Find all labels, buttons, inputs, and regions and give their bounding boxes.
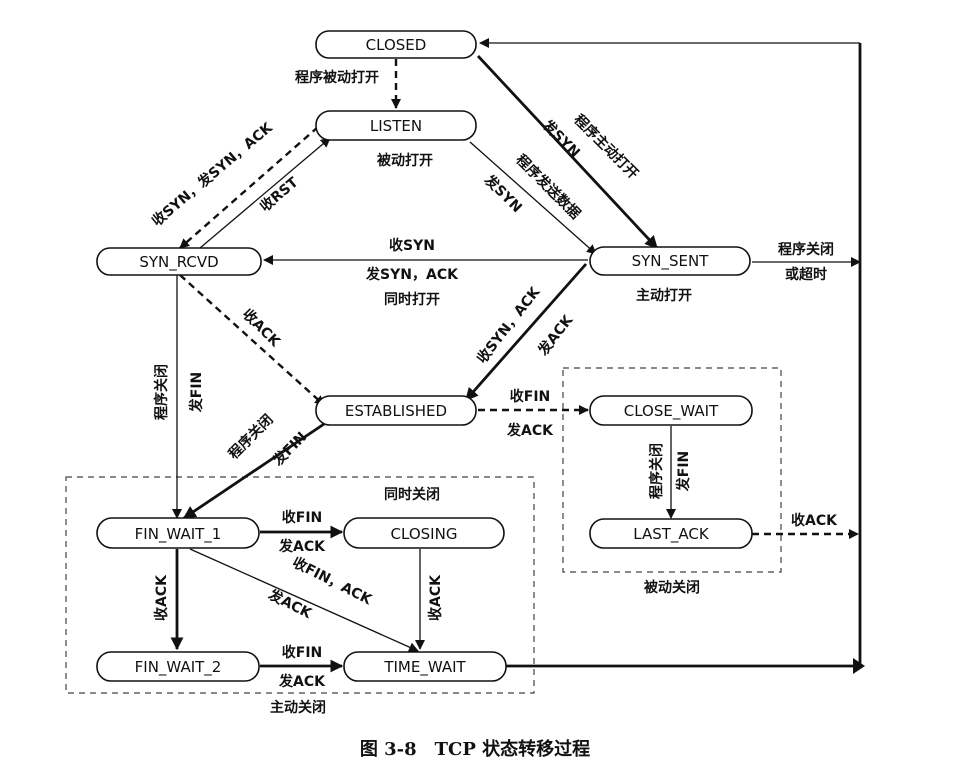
label-program-close: 程序关闭 xyxy=(778,241,834,258)
label-passive-open-program: 程序被动打开 xyxy=(295,69,379,86)
arrow-closed-to-syn-sent xyxy=(476,55,659,249)
svg-text:FIN_WAIT_1: FIN_WAIT_1 xyxy=(135,525,222,544)
svg-text:TIME_WAIT: TIME_WAIT xyxy=(383,658,466,677)
label-simultaneous-open: 同时打开 xyxy=(384,291,440,308)
arrow-syn-sent-to-established xyxy=(464,263,588,401)
label-send-fin-1: 发FIN xyxy=(188,372,205,414)
label-simultaneous-close: 同时关闭 xyxy=(384,486,440,503)
state-closing: CLOSING xyxy=(343,517,505,549)
label-send-ack-1: 发ACK xyxy=(534,311,577,359)
arrow-listen-to-syn-sent xyxy=(469,141,597,255)
state-closed: CLOSED xyxy=(315,30,477,59)
label-program-close-3: 程序关闭 xyxy=(225,411,277,463)
state-syn-rcvd: SYN_RCVD xyxy=(96,247,262,276)
label-recv-fin-1: 收FIN xyxy=(510,388,551,405)
svg-text:CLOSE_WAIT: CLOSE_WAIT xyxy=(624,402,719,421)
label-passive-close: 被动关闭 xyxy=(644,579,700,596)
label-active-open: 主动打开 xyxy=(636,287,692,304)
label-recv-fin-2: 收FIN xyxy=(282,509,323,526)
transition-labels: 程序被动打开 被动打开 程序主动打开 发SYN 程序发送数据 发SYN 收SYN… xyxy=(148,69,838,716)
arrow-listen-to-syn-rcvd xyxy=(179,126,319,249)
state-fin-wait-2: FIN_WAIT_2 xyxy=(96,651,260,682)
figure-caption: 图 3-8 TCP 状态转移过程 xyxy=(360,738,590,760)
svg-text:CLOSING: CLOSING xyxy=(391,525,458,543)
label-recv-ack-3: 收ACK xyxy=(153,574,170,621)
state-fin-wait-1: FIN_WAIT_1 xyxy=(96,517,260,549)
label-program-close-4: 程序关闭 xyxy=(648,443,665,499)
label-send-synack: 发SYN，ACK xyxy=(365,266,459,283)
svg-text:LISTEN: LISTEN xyxy=(370,117,422,135)
transitions xyxy=(170,38,865,674)
label-recv-ack-1: 收ACK xyxy=(239,306,284,351)
label-active-close: 主动关闭 xyxy=(270,699,326,716)
svg-text:FIN_WAIT_2: FIN_WAIT_2 xyxy=(135,658,222,677)
svg-text:ESTABLISHED: ESTABLISHED xyxy=(345,402,447,420)
label-recv-ack-4: 收ACK xyxy=(427,574,444,621)
active-close-group-box xyxy=(65,476,535,694)
label-passive-open: 被动打开 xyxy=(377,152,433,169)
label-send-syn-2: 发SYN xyxy=(480,171,525,216)
svg-text:CLOSED: CLOSED xyxy=(366,36,427,54)
label-send-fin-3: 发FIN xyxy=(675,451,692,493)
state-syn-sent: SYN_SENT xyxy=(589,246,751,276)
arrow-syn-rcvd-to-listen xyxy=(199,137,331,249)
label-recv-ack-2: 收ACK xyxy=(791,512,838,529)
state-listen: LISTEN xyxy=(315,110,477,141)
label-or-timeout: 或超时 xyxy=(785,266,827,283)
state-established: ESTABLISHED xyxy=(315,395,477,426)
state-time-wait: TIME_WAIT xyxy=(343,651,507,682)
arrow-established-to-fin-wait-1 xyxy=(182,418,331,520)
label-send-ack-4: 发ACK xyxy=(265,586,316,623)
arrow-fin-wait-1-to-time-wait xyxy=(189,548,419,652)
label-send-ack-5: 发ACK xyxy=(278,673,326,690)
label-send-ack-3: 发ACK xyxy=(278,538,326,555)
svg-text:SYN_SENT: SYN_SENT xyxy=(632,252,710,271)
arrow-syn-rcvd-to-established xyxy=(179,274,325,406)
label-send-fin-2: 发FIN xyxy=(269,428,310,469)
state-close-wait: CLOSE_WAIT xyxy=(589,395,753,426)
passive-close-group-box xyxy=(562,367,782,573)
svg-text:LAST_ACK: LAST_ACK xyxy=(633,525,710,544)
label-recv-syn: 收SYN xyxy=(389,237,435,254)
label-recv-syn-send-synack: 收SYN，发SYN，ACK xyxy=(148,119,276,230)
arrow-head-timewait-loop xyxy=(853,658,865,674)
label-recv-fin-ack: 收FIN，ACK xyxy=(290,554,376,609)
label-recv-fin-3: 收FIN xyxy=(282,644,323,661)
label-send-ack-2: 发ACK xyxy=(506,422,554,439)
svg-text:SYN_RCVD: SYN_RCVD xyxy=(139,253,218,272)
state-last-ack: LAST_ACK xyxy=(589,518,753,549)
label-program-close-2: 程序关闭 xyxy=(153,364,170,420)
label-active-open-program: 程序主动打开 xyxy=(570,111,641,182)
